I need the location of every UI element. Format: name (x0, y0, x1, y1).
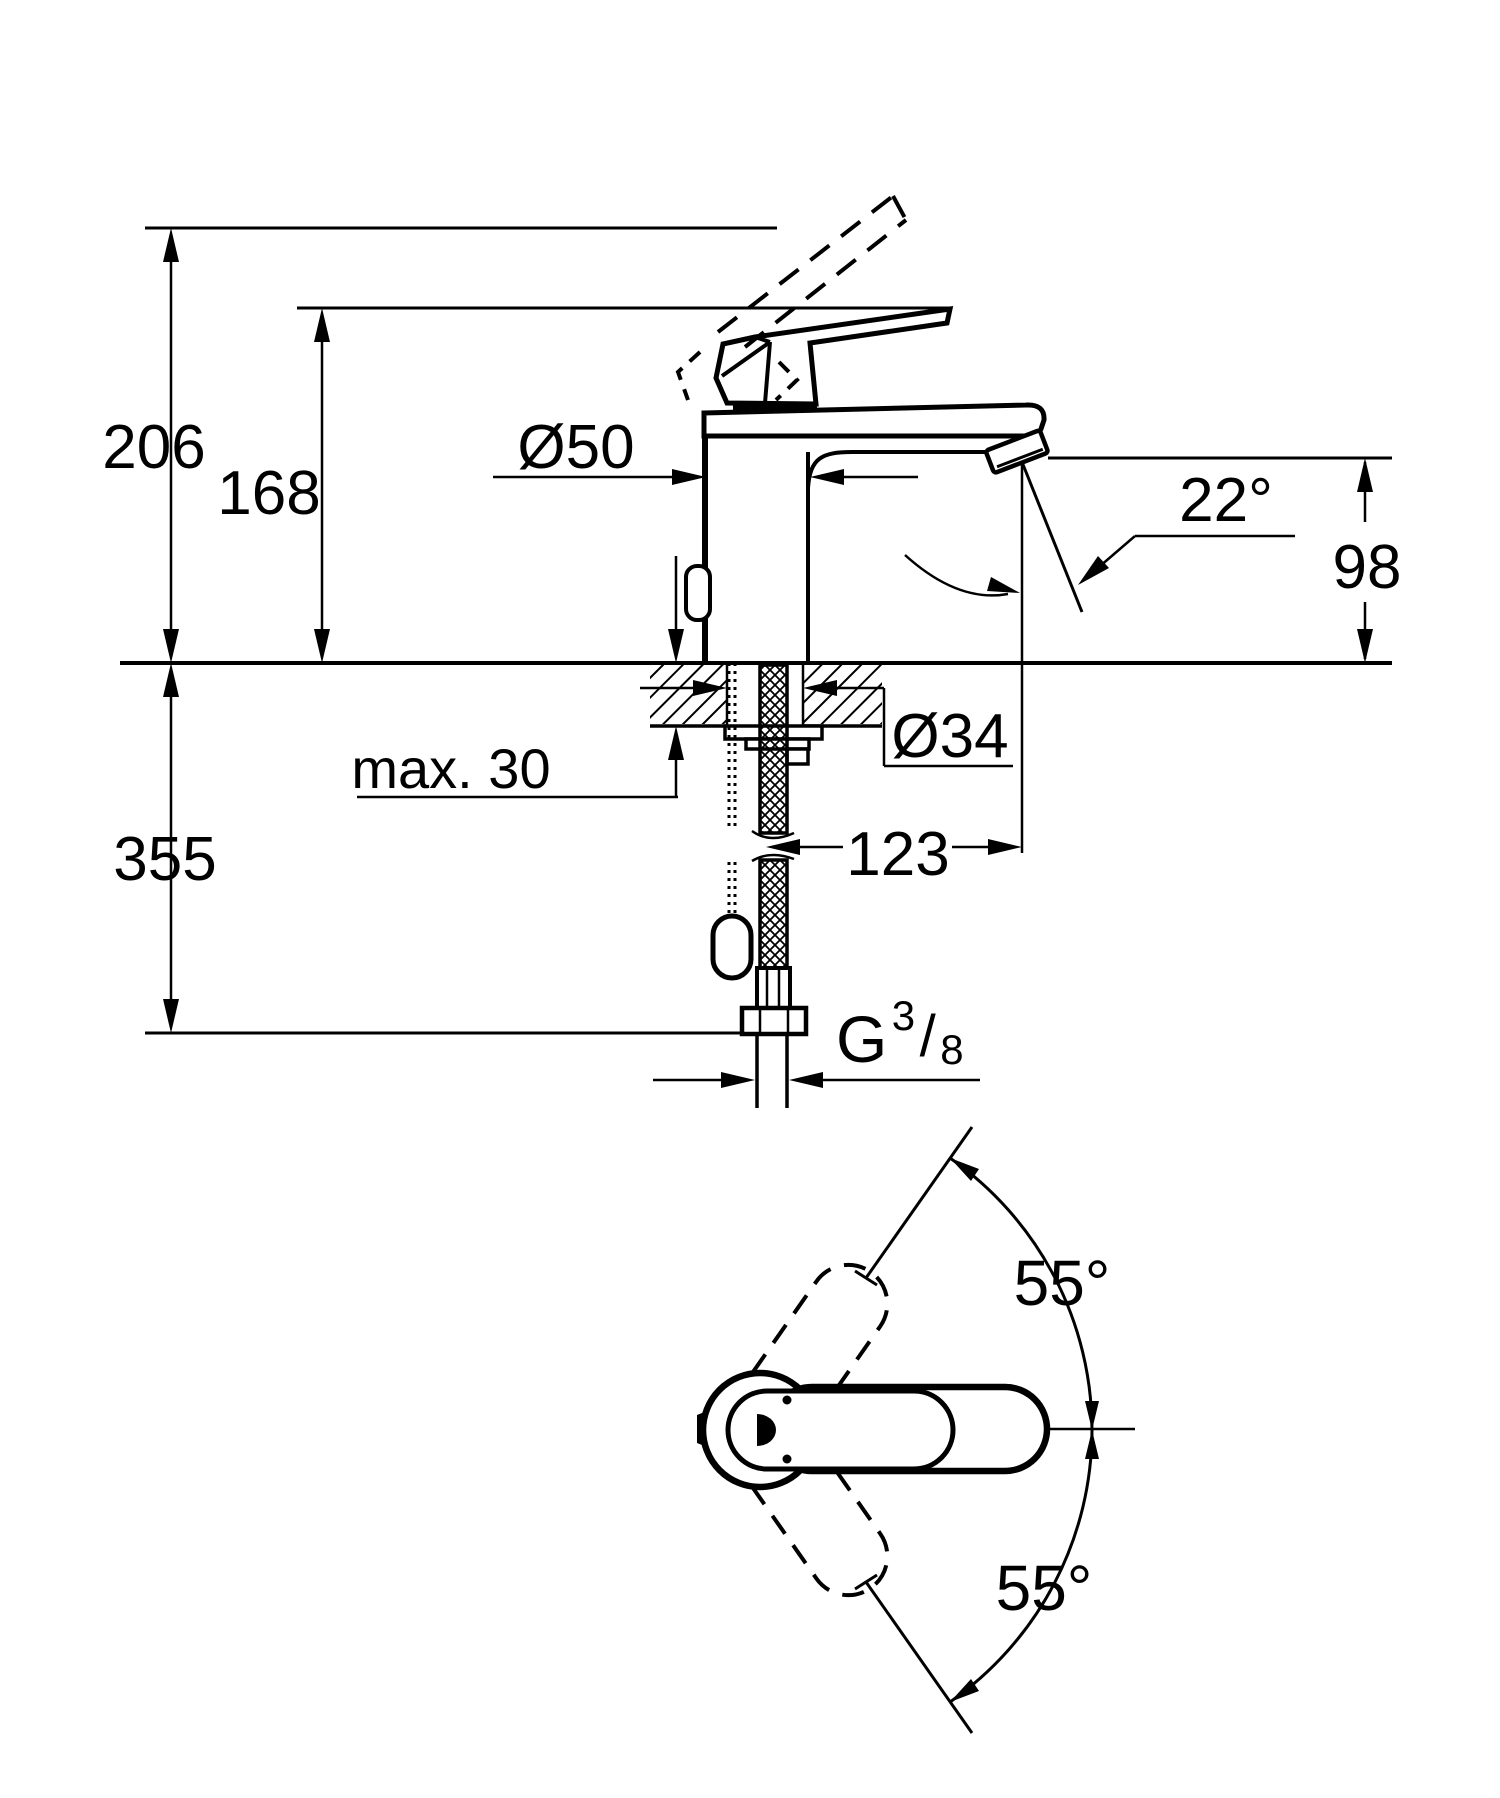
dim-thread-g38 (653, 1072, 980, 1088)
dim-168-label: 168 (217, 459, 320, 528)
label-swing-lower: 55° (996, 1552, 1093, 1624)
dim-206-label: 206 (102, 413, 205, 482)
supply-hose (739, 663, 809, 1108)
hose-collar (755, 966, 792, 1010)
dim-355-label: 355 (113, 825, 216, 894)
label-swing-upper: 55° (1014, 1247, 1111, 1319)
spout-mousseur (984, 428, 1050, 475)
top-view: 55° 55° (697, 1126, 1135, 1734)
label-body-diameter: Ø50 (517, 413, 634, 482)
label-max-counter-thickness: max. 30 (351, 737, 550, 800)
thread-slash: / (920, 1004, 937, 1069)
lever-closed (713, 306, 954, 407)
dim-98-label: 98 (1333, 533, 1402, 602)
swing-arc-upper (949, 1156, 1099, 1431)
plan-outlet-dot (757, 1414, 776, 1446)
lever-plan (697, 1369, 1051, 1491)
dim-spout-height-98 (1357, 458, 1373, 663)
swing-extension-lines (854, 1126, 974, 1734)
dim-depth-355 (163, 663, 179, 1033)
thread-denominator: 8 (940, 1026, 963, 1073)
dim-height-168 (314, 308, 330, 663)
dim-reach-123 (766, 839, 1022, 855)
front-view: 206 168 355 Ø50 max. 30 Ø34 123 98 22° G… (102, 194, 1402, 1108)
label-jet-angle-leader (904, 461, 1295, 853)
dim-123-label: 123 (846, 820, 949, 889)
lever-open-dashed (675, 194, 908, 402)
label-thread-size: G 3 / 8 (836, 992, 964, 1076)
spout-underside (806, 450, 986, 489)
thread-g: G (836, 1002, 887, 1076)
thread-numerator: 3 (892, 992, 915, 1039)
dim-counter-thickness-max30 (357, 556, 684, 799)
dim-height-206 (163, 228, 179, 663)
label-hole-diameter: Ø34 (891, 702, 1008, 771)
pull-rod-knob (710, 913, 754, 981)
pull-rod (710, 663, 754, 981)
hose-nut (739, 1005, 809, 1037)
plan-handle-inner (725, 1388, 956, 1472)
faucet-body (684, 306, 1050, 663)
dim-body-diameter-50 (493, 469, 918, 485)
hose-break-marks (751, 829, 795, 863)
drain-pull-knob (684, 564, 712, 622)
label-jet-angle: 22° (1179, 466, 1273, 535)
swing-arc-lower (949, 1429, 1099, 1704)
